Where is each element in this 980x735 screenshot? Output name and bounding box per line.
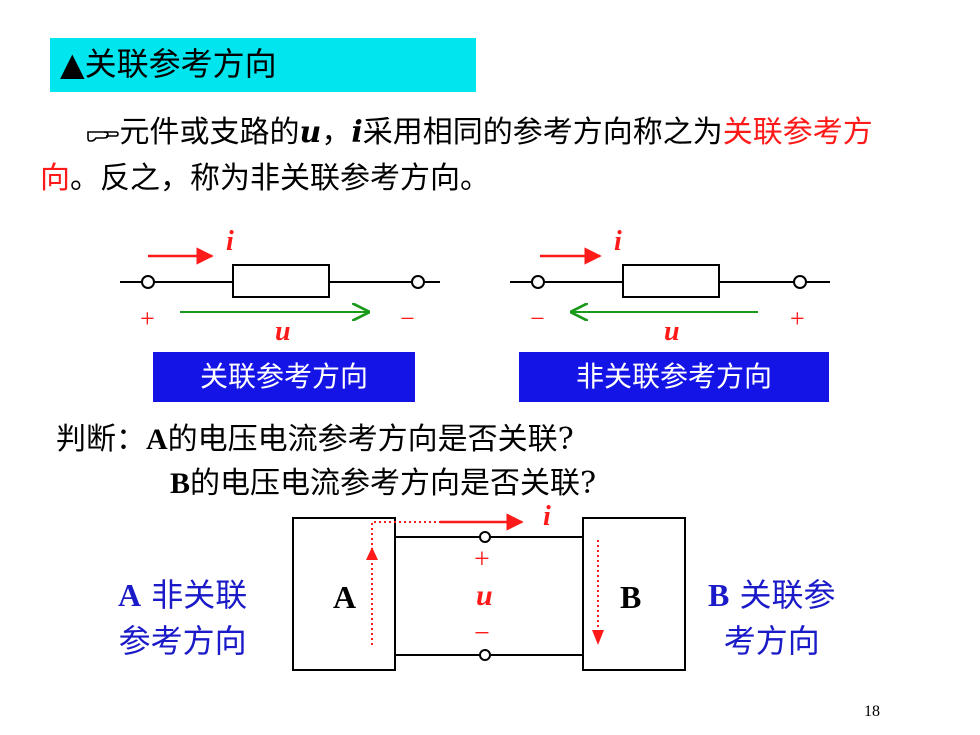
terminal-bottom <box>479 649 491 661</box>
question-line-1: 判断：A的电压电流参考方向是否关联? <box>56 420 574 460</box>
terminal-left-b <box>411 275 425 289</box>
comma: ， <box>321 115 352 150</box>
box-a <box>292 517 396 671</box>
box-a-label: A <box>333 579 356 615</box>
arrow-up-a <box>366 547 378 560</box>
answer-a-line1: 非关联 <box>151 576 248 614</box>
minus-left: − <box>400 304 415 333</box>
triangle-icon: ▲ <box>60 45 85 83</box>
answer-a-bold: A <box>118 577 142 613</box>
answer-b-line1: 关联参 <box>739 576 836 614</box>
caption-associated: 关联参考方向 <box>153 352 415 402</box>
question-b-bold: B <box>170 467 191 500</box>
voltage-label-right: u <box>664 316 680 347</box>
minus-right: − <box>530 304 545 333</box>
question-b-text: 的电压电流参考方向是否关联? <box>190 466 597 501</box>
resistor-right <box>622 264 720 298</box>
answer-b: B 关联参 考方向 <box>708 572 836 664</box>
resistor-left <box>232 264 330 298</box>
terminal-left-a <box>141 275 155 289</box>
pointing-hand-icon <box>86 131 119 142</box>
answer-a-line2: 参考方向 <box>118 622 247 660</box>
ab-diagram: i A B + u − <box>292 501 686 671</box>
paragraph-part1: 元件或支路的 <box>119 115 300 150</box>
question-a-text: 的电压电流参考方向是否关联? <box>167 422 574 457</box>
answer-b-bold: B <box>708 577 730 613</box>
terminal-right-b <box>793 275 807 289</box>
page-number: 18 <box>864 703 880 720</box>
question-line-2: B的电压电流参考方向是否关联? <box>170 464 596 504</box>
circuit-left: i + − u <box>120 226 440 347</box>
terminal-top <box>479 531 491 543</box>
plus-bottom: + <box>474 544 490 575</box>
box-b <box>582 517 686 671</box>
question-prefix: 判断： <box>56 422 146 457</box>
current-label-left: i <box>226 226 234 257</box>
circuit-right: i − + u <box>510 226 830 347</box>
var-i: i <box>351 115 363 150</box>
voltage-label-bottom: u <box>476 579 493 612</box>
question-a-bold: A <box>146 423 168 456</box>
plus-right: + <box>790 304 805 333</box>
slide-title: ▲关联参考方向 <box>60 44 277 84</box>
definition-paragraph: 元件或支路的u，i采用相同的参考方向称之为关联参考方向。反之，称为非关联参考方向… <box>40 110 900 202</box>
current-label-right: i <box>614 226 622 257</box>
var-u: u <box>299 115 322 150</box>
plus-left: + <box>140 304 155 333</box>
paragraph-part2: 采用相同的参考方向称之为 <box>362 115 723 150</box>
paragraph-part3: 。反之，称为非关联参考方向。 <box>70 161 490 196</box>
caption-non-associated: 非关联参考方向 <box>519 352 829 402</box>
minus-bottom: − <box>474 618 490 649</box>
voltage-label-left: u <box>275 316 291 347</box>
box-b-label: B <box>620 579 641 615</box>
answer-a: A 非关联 参考方向 <box>118 572 247 664</box>
answer-b-line2: 考方向 <box>723 622 820 660</box>
red-term: 关联参考方向 <box>40 115 873 196</box>
title-text: 关联参考方向 <box>84 45 277 83</box>
arrow-down-b <box>592 630 604 645</box>
terminal-right-a <box>531 275 545 289</box>
title-banner <box>50 38 476 92</box>
current-label-bottom: i <box>543 501 551 532</box>
